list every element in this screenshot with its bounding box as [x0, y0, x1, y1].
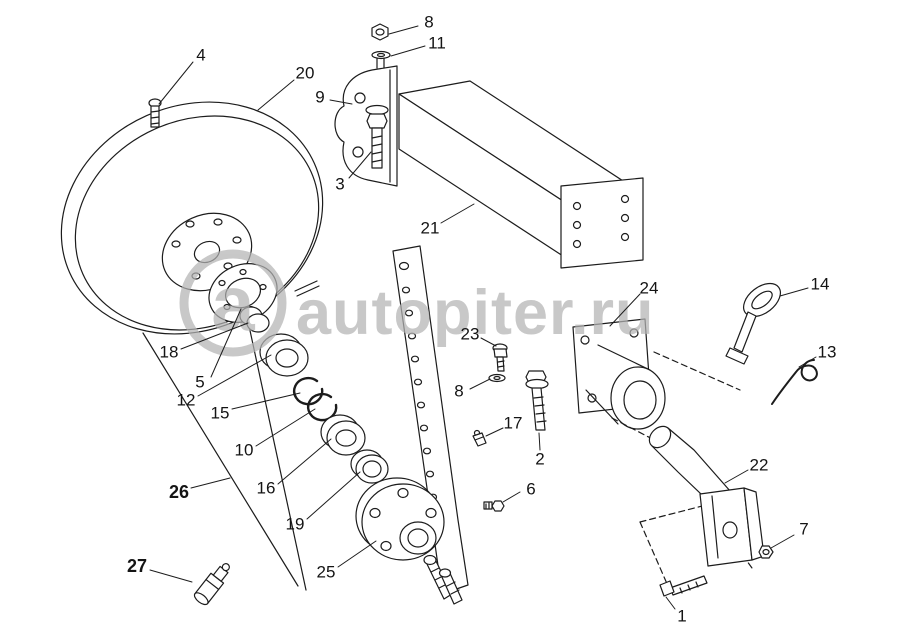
r-clip: [771, 359, 818, 405]
long-bolt: [525, 370, 549, 431]
set-screw: [483, 500, 505, 512]
bearing-housing: [572, 318, 666, 430]
leader-line-4: [158, 61, 194, 105]
leader-line-10: [255, 408, 316, 447]
leader-line-27: [149, 569, 193, 583]
mount-bracket: [334, 65, 398, 187]
leader-line-19: [306, 471, 361, 520]
tension-arm: [648, 425, 765, 567]
disc-bolt: [148, 98, 162, 128]
locking-key: [725, 282, 781, 365]
grease-nipple: [472, 429, 487, 447]
leader-line-7: [770, 534, 795, 549]
watermark-logo-letter: a: [211, 259, 255, 347]
leader-line-18: [180, 322, 249, 350]
assembly-group-lines: [142, 311, 307, 591]
seal-collar: [350, 449, 389, 484]
hub-studs: [423, 554, 463, 605]
small-washer: [488, 373, 506, 383]
leader-line-6: [502, 491, 521, 503]
leader-line-16: [277, 438, 332, 485]
leader-line-26: [190, 477, 231, 489]
circlip-outer: [292, 376, 324, 406]
leader-line-23: [480, 337, 497, 347]
wheel-hub: [355, 477, 445, 561]
callout-leader-lines: [149, 25, 817, 610]
leader-line-24: [609, 293, 641, 327]
bearing-rear: [320, 414, 366, 456]
leader-line-12: [197, 354, 272, 397]
circlip-inner: [306, 392, 338, 422]
leader-line-5: [210, 308, 242, 378]
watermark-text: autopiter.ru: [296, 278, 655, 348]
leader-line-3: [348, 151, 372, 179]
lube-fitting: [193, 563, 230, 606]
bracket-washer: [365, 104, 389, 116]
leader-line-25: [337, 540, 377, 568]
top-washer: [371, 50, 391, 69]
leader-line-22: [724, 469, 749, 484]
bracket-bolt: [366, 113, 388, 169]
small-bolt: [492, 343, 508, 372]
leader-line-20: [257, 79, 295, 111]
shaft-cap: [239, 306, 270, 333]
leader-line-1: [665, 596, 676, 610]
leader-line-21: [440, 203, 475, 224]
leader-line-2: [538, 432, 541, 451]
leader-line-17: [485, 427, 504, 437]
bearing-front: [259, 333, 309, 377]
leader-line-11: [390, 45, 426, 57]
arm-bolt: [659, 575, 708, 597]
top-nut: [371, 23, 389, 41]
leader-line-8: [388, 25, 419, 35]
arm-nut: [758, 545, 774, 559]
square-beam: [398, 80, 644, 269]
leader-line-14: [779, 287, 809, 297]
watermark-logo-ring: [179, 249, 287, 357]
leader-line-8: [469, 378, 491, 390]
leader-line-9: [329, 99, 353, 105]
watermark: a autopiter.ru: [179, 249, 655, 357]
leader-line-13: [798, 356, 817, 368]
leader-line-15: [231, 392, 301, 410]
